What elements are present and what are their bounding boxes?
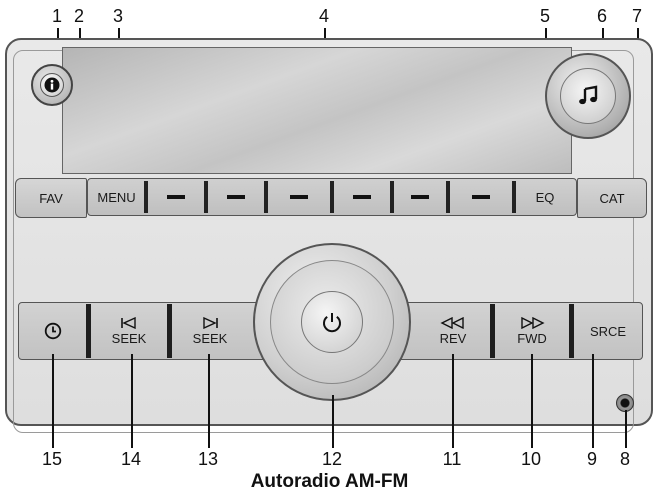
srce-button[interactable]: SRCE bbox=[589, 323, 627, 339]
dash-icon bbox=[167, 195, 185, 199]
cat-button[interactable]: CAT bbox=[577, 178, 647, 218]
preset-button-6[interactable] bbox=[450, 181, 512, 213]
callout-14: 14 bbox=[120, 449, 142, 469]
leader-15 bbox=[52, 354, 54, 448]
figure-caption: Autoradio AM-FM bbox=[250, 471, 409, 492]
callout-2: 2 bbox=[73, 6, 84, 26]
menu-button[interactable]: MENU bbox=[97, 189, 136, 205]
rewind-icon bbox=[440, 316, 464, 329]
eq-button[interactable]: EQ bbox=[535, 189, 555, 205]
preset-separator bbox=[512, 181, 516, 213]
skip-forward-icon bbox=[203, 316, 218, 329]
tune-knob[interactable] bbox=[545, 53, 631, 139]
dash-icon bbox=[227, 195, 245, 199]
seek-forward-button[interactable]: SEEK bbox=[172, 304, 248, 358]
seek-back-button[interactable]: SEEK bbox=[91, 304, 167, 358]
callout-9: 9 bbox=[586, 449, 597, 469]
callout-8: 8 bbox=[619, 449, 630, 469]
preset-separator bbox=[144, 181, 148, 213]
callout-5: 5 bbox=[539, 6, 550, 26]
rev-label: REV bbox=[439, 330, 467, 346]
dash-icon bbox=[290, 195, 308, 199]
seek-forward-label: SEEK bbox=[192, 330, 228, 346]
callout-15: 15 bbox=[41, 449, 63, 469]
callout-10: 10 bbox=[520, 449, 542, 469]
leader-12 bbox=[332, 395, 334, 448]
display-screen bbox=[62, 47, 572, 174]
dash-icon bbox=[353, 195, 371, 199]
preset-button-2[interactable] bbox=[208, 181, 264, 213]
preset-button-4[interactable] bbox=[334, 181, 390, 213]
leader-13 bbox=[208, 354, 210, 448]
leader-14 bbox=[131, 354, 133, 448]
preset-separator bbox=[390, 181, 394, 213]
fwd-label: FWD bbox=[517, 330, 547, 346]
rev-button[interactable]: REV bbox=[416, 304, 490, 358]
preset-button-5[interactable] bbox=[394, 181, 446, 213]
preset-separator bbox=[264, 181, 268, 213]
preset-separator bbox=[330, 181, 334, 213]
skip-back-icon bbox=[121, 316, 136, 329]
dash-icon bbox=[472, 195, 490, 199]
callout-11: 11 bbox=[442, 449, 462, 469]
music-note-icon bbox=[579, 85, 598, 105]
fwd-button[interactable]: FWD bbox=[495, 304, 569, 358]
info-button-cap bbox=[40, 73, 64, 97]
power-button[interactable] bbox=[301, 291, 363, 353]
dash-icon bbox=[411, 195, 429, 199]
leader-9 bbox=[592, 354, 594, 448]
leader-10 bbox=[531, 354, 533, 448]
lower-separator bbox=[86, 304, 91, 358]
preset-button-3[interactable] bbox=[268, 181, 330, 213]
info-icon bbox=[44, 77, 60, 93]
fast-forward-icon bbox=[521, 316, 545, 329]
info-button[interactable] bbox=[31, 64, 73, 106]
lower-separator bbox=[167, 304, 172, 358]
preset-button-1[interactable] bbox=[148, 181, 204, 213]
callout-12: 12 bbox=[321, 449, 343, 469]
preset-separator bbox=[446, 181, 450, 213]
lower-separator bbox=[490, 304, 495, 358]
leader-8 bbox=[625, 410, 627, 448]
power-icon bbox=[323, 313, 341, 333]
power-volume-knob[interactable] bbox=[253, 243, 411, 401]
preset-separator bbox=[204, 181, 208, 213]
callout-3: 3 bbox=[112, 6, 123, 26]
fav-button[interactable]: FAV bbox=[15, 178, 87, 218]
callout-6: 6 bbox=[596, 6, 607, 26]
leader-11 bbox=[452, 354, 454, 448]
power-volume-knob-ring bbox=[270, 260, 394, 384]
clock-button[interactable] bbox=[20, 304, 86, 358]
callout-7: 7 bbox=[631, 6, 642, 26]
seek-back-label: SEEK bbox=[111, 330, 147, 346]
clock-icon bbox=[44, 322, 62, 340]
callout-4: 4 bbox=[318, 6, 329, 26]
tune-knob-center bbox=[560, 68, 616, 124]
callout-13: 13 bbox=[197, 449, 219, 469]
callout-1: 1 bbox=[51, 6, 62, 26]
lower-separator bbox=[569, 304, 574, 358]
